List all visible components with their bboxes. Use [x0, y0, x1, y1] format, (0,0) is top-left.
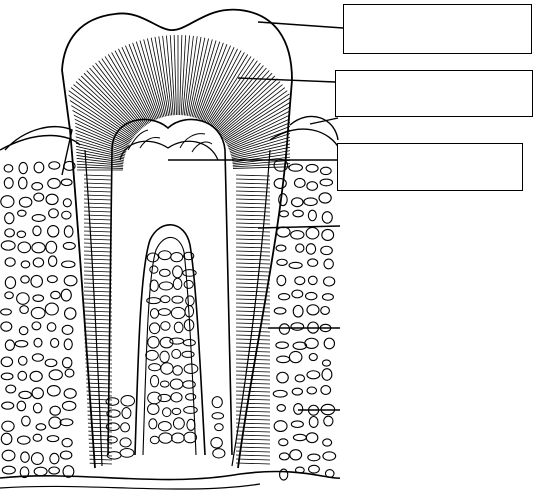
answer-box-1[interactable] — [343, 4, 532, 54]
dentine-hatch-line — [133, 43, 160, 118]
dentine-hatch-line — [196, 43, 223, 118]
dentine-hatch-line — [155, 37, 169, 116]
dentine-hatch-line — [187, 37, 201, 116]
dentine-hatch-line — [202, 49, 237, 121]
dentine-hatch-line — [129, 44, 158, 119]
answer-box-3[interactable] — [337, 143, 523, 191]
dentine-hatch-line — [118, 49, 153, 121]
leader-line-enamel — [258, 22, 343, 28]
leader-line-dentine — [238, 78, 335, 82]
dentine-hatch-line — [198, 44, 227, 119]
answer-box-2[interactable] — [335, 70, 533, 117]
jaw-bone — [0, 129, 340, 485]
